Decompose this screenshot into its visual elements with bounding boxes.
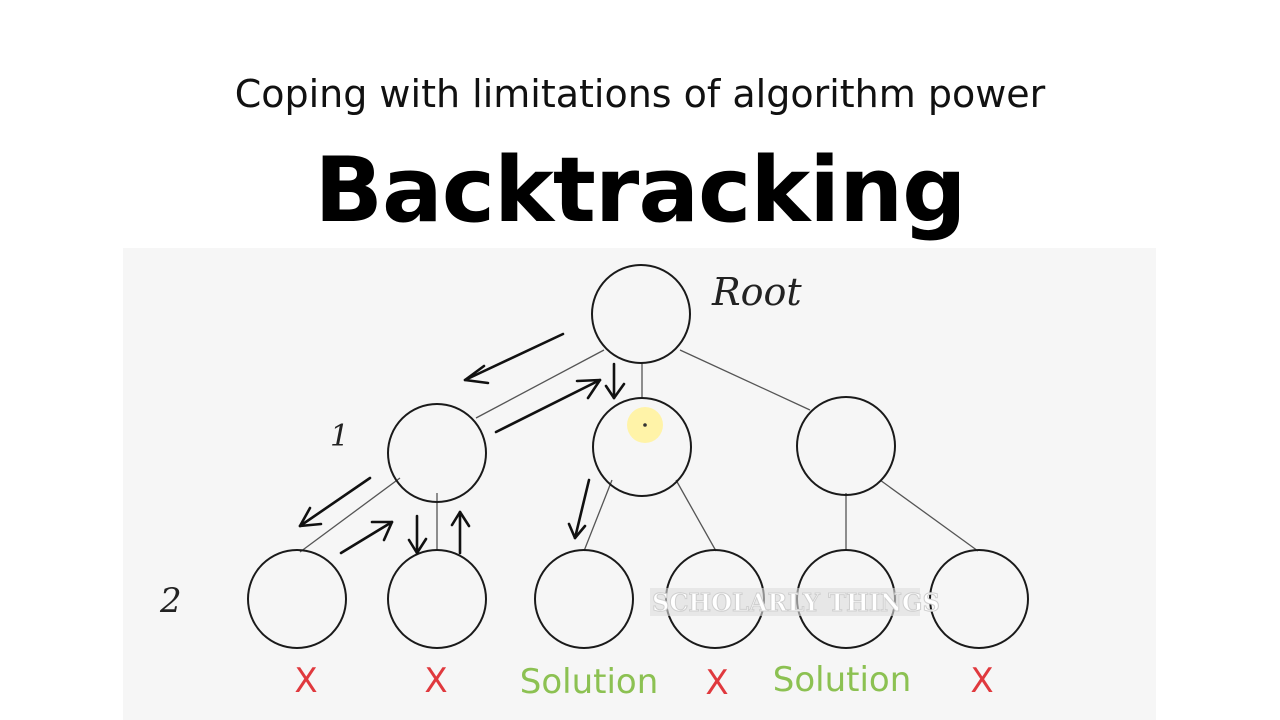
arrow-l2-to-n1 <box>450 510 471 555</box>
edge-root-n3 <box>679 349 811 411</box>
root-node <box>591 264 691 364</box>
level1-node-3 <box>796 396 896 496</box>
edge-n2-l3 <box>583 479 613 552</box>
leaf-label-4: X <box>705 663 728 703</box>
slide-title: Backtracking <box>314 138 966 243</box>
watermark-box <box>650 588 920 616</box>
whiteboard <box>123 248 1156 720</box>
level-label-1: 1 <box>330 419 349 454</box>
edge-n1-l1 <box>299 477 401 553</box>
tree-edges <box>299 349 979 553</box>
arrow-n1-to-l2 <box>407 514 428 555</box>
level2-node-3 <box>534 549 634 649</box>
leaf-label-6: X <box>970 661 993 701</box>
level2-node-1 <box>247 549 347 649</box>
arrow-root-to-n1 <box>463 332 565 385</box>
cursor-dot <box>643 423 647 427</box>
leaf-label-1: X <box>294 661 317 701</box>
leaf-label-3: Solution <box>520 662 659 702</box>
level1-node-1 <box>387 403 487 503</box>
edge-n3-l6 <box>879 479 979 552</box>
slide-subtitle: Coping with limitations of algorithm pow… <box>234 72 1046 116</box>
leaf-labels: X X Solution X Solution X <box>294 660 993 703</box>
leaf-label-5: Solution <box>773 660 912 700</box>
arrow-n1-to-l1 <box>298 476 372 528</box>
leaf-label-2: X <box>424 661 447 701</box>
edge-root-n1 <box>475 349 605 419</box>
arrow-n1-to-root <box>494 378 602 434</box>
arrow-n2-to-l3 <box>567 478 591 540</box>
watermark-text: SCHOLARLY THINGS <box>652 588 940 617</box>
level2-node-6 <box>929 549 1029 649</box>
arrow-l1-to-n1 <box>339 520 394 555</box>
arrow-root-to-n2 <box>604 362 626 400</box>
level2-node-2 <box>387 549 487 649</box>
level1-node-2 <box>592 397 692 497</box>
edge-n2-l4 <box>675 479 717 552</box>
root-label: Root <box>711 270 802 314</box>
traversal-arrows <box>298 332 626 555</box>
level-label-2: 2 <box>159 581 182 621</box>
